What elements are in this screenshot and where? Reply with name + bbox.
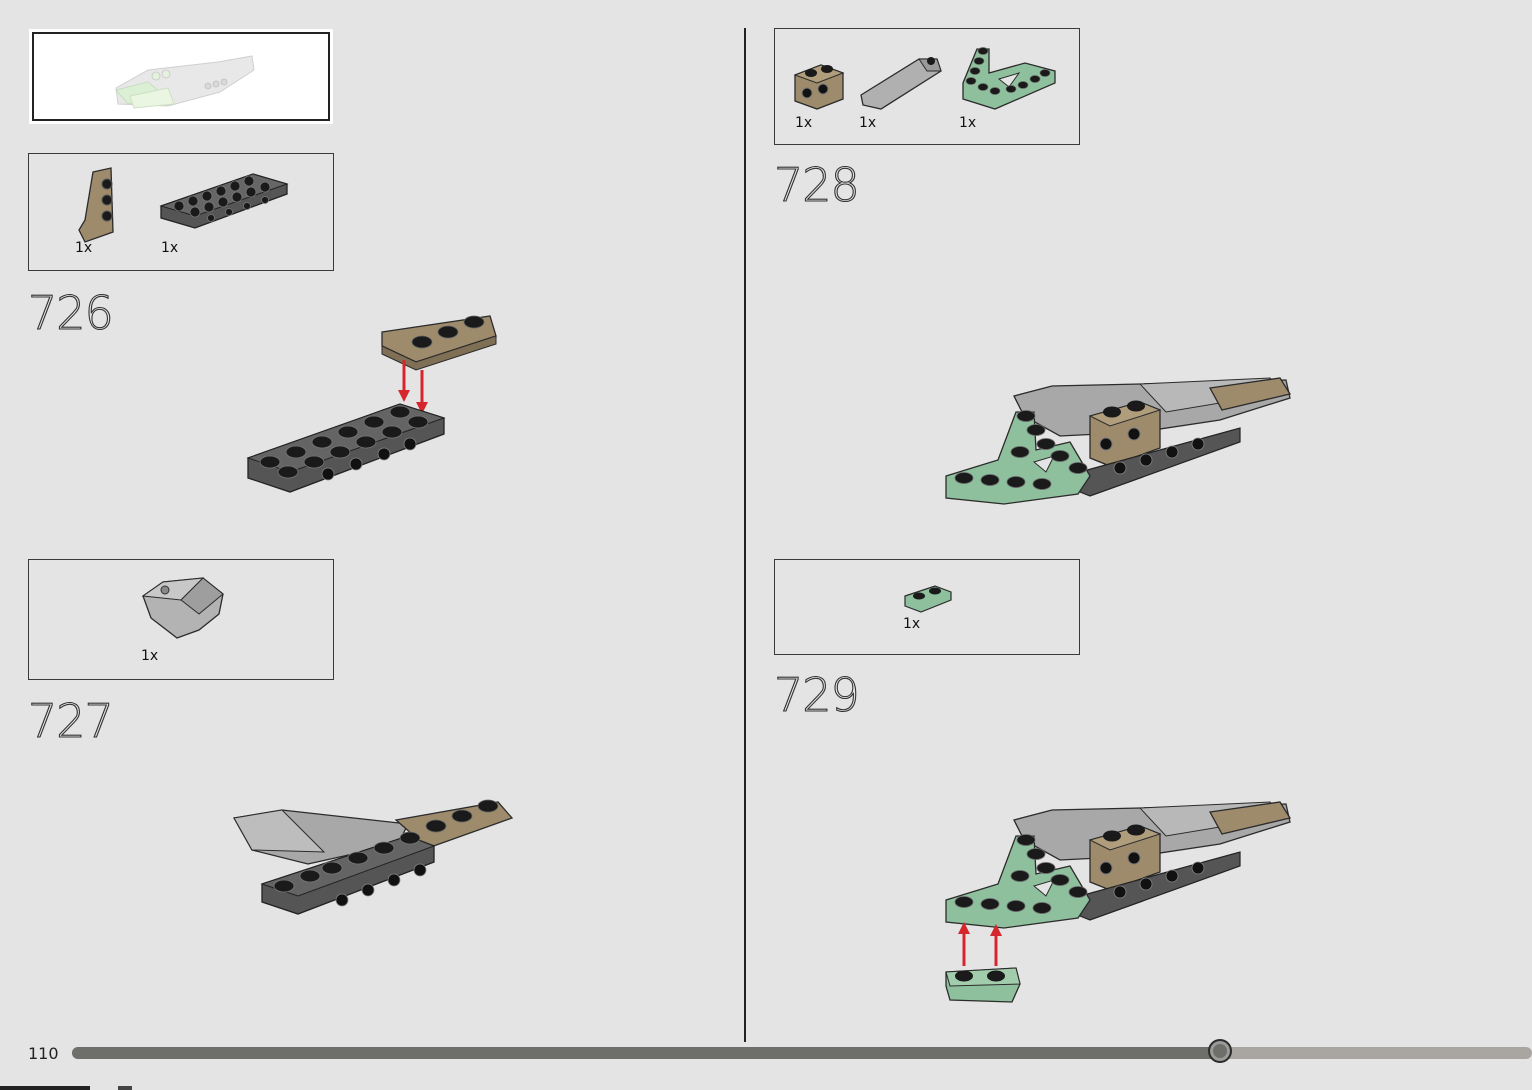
parts-list-step-728: 1x 1x 1x bbox=[774, 28, 1080, 145]
step-728-assembly-illustration bbox=[940, 372, 1300, 522]
page-number: 110 bbox=[28, 1044, 59, 1063]
step-729-assembly-illustration bbox=[940, 796, 1300, 1006]
tan-wedge-plate-left-icon bbox=[71, 166, 121, 246]
progress-fill bbox=[72, 1047, 1220, 1059]
parts-list-step-726: 1x 1x bbox=[28, 153, 334, 271]
parts-list-step-729: 1x bbox=[774, 559, 1080, 655]
light-gray-wedge-slope-icon bbox=[137, 574, 227, 644]
progress-knob bbox=[1208, 1039, 1232, 1063]
quantity-label: 1x bbox=[859, 115, 876, 131]
bottom-mark bbox=[118, 1086, 132, 1090]
quantity-label: 1x bbox=[75, 240, 92, 256]
quantity-label: 1x bbox=[161, 240, 178, 256]
step-727-assembly-illustration bbox=[228, 796, 518, 936]
quantity-label: 1x bbox=[959, 115, 976, 131]
submodel-callout bbox=[32, 32, 330, 121]
step-726-assembly-illustration bbox=[240, 310, 500, 510]
dark-gray-technic-plate-icon bbox=[157, 166, 297, 236]
quantity-label: 1x bbox=[141, 648, 158, 664]
step-number: 727 bbox=[28, 698, 113, 744]
step-number: 729 bbox=[774, 672, 859, 718]
quantity-label: 1x bbox=[795, 115, 812, 131]
quantity-label: 1x bbox=[903, 616, 920, 632]
step-number: 728 bbox=[774, 162, 859, 208]
step-number: 726 bbox=[28, 290, 113, 336]
sand-green-wedge-plate-icon bbox=[955, 43, 1065, 113]
bottom-mark bbox=[0, 1086, 90, 1090]
submodel-preview-icon bbox=[108, 48, 268, 118]
parts-list-step-727: 1x bbox=[28, 559, 334, 680]
page-divider bbox=[744, 28, 746, 1042]
sand-green-plate-1x2-icon bbox=[903, 584, 953, 614]
tan-brick-with-studs-icon bbox=[791, 59, 847, 115]
progress-bar bbox=[72, 1047, 1532, 1059]
light-gray-slope-icon bbox=[857, 51, 947, 111]
